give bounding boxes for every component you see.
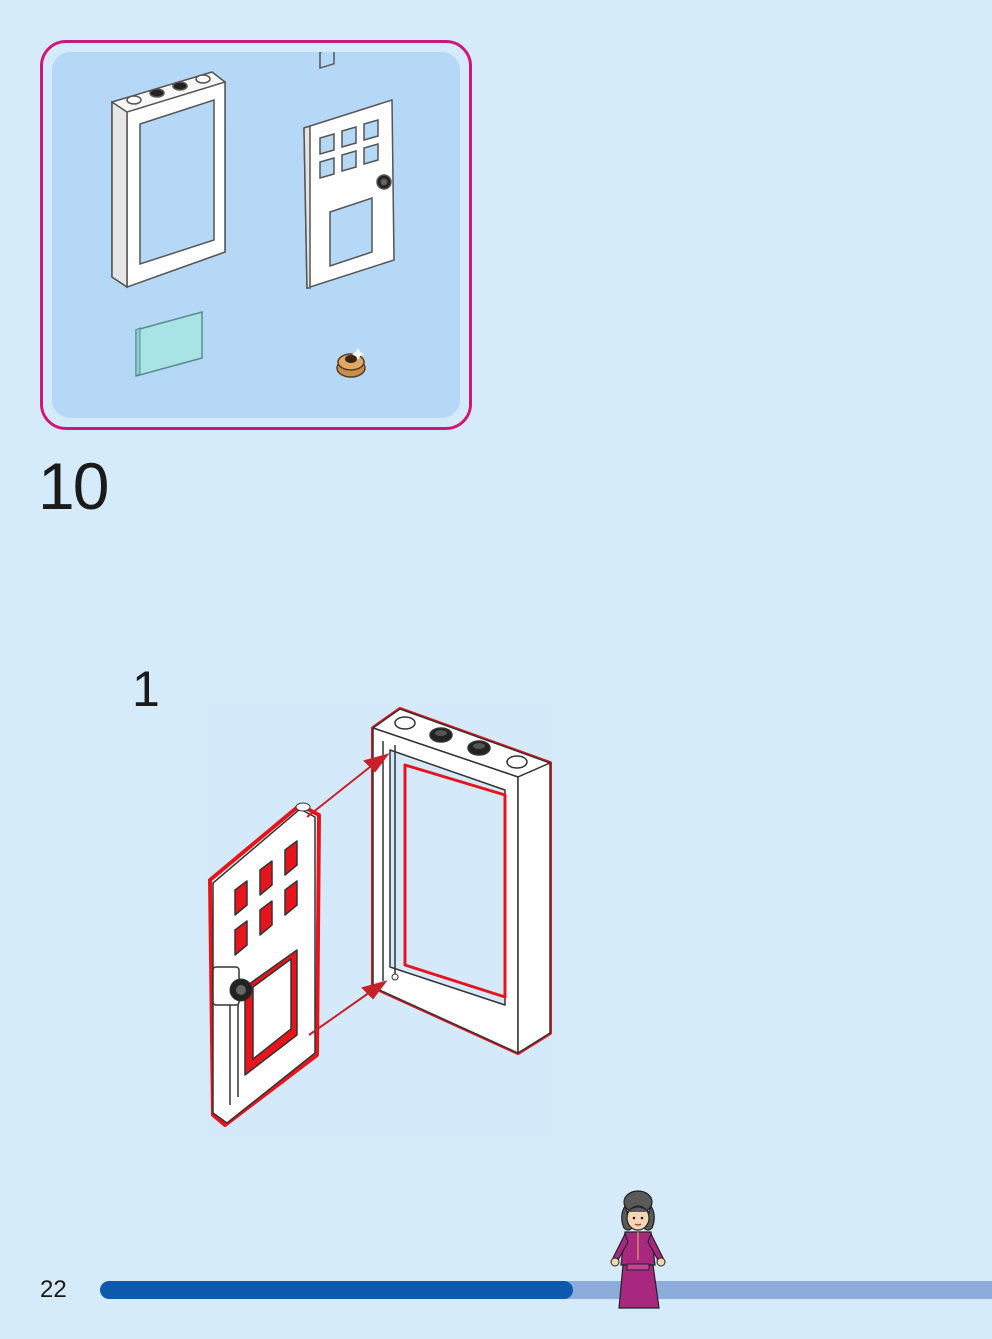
build-door xyxy=(208,802,321,1127)
progress-bar-fill xyxy=(100,1281,573,1299)
build-illustration xyxy=(205,705,555,1135)
part-glass-pane xyxy=(135,311,203,377)
build-arrows xyxy=(306,753,390,1036)
build-svg xyxy=(208,707,552,1127)
parts-illustration xyxy=(111,52,395,378)
part-door xyxy=(303,52,395,290)
part-round-tile xyxy=(336,348,366,378)
part-door-frame xyxy=(111,71,226,289)
parts-callout xyxy=(40,40,472,430)
parts-callout-inner xyxy=(52,52,460,418)
sub-step-number: 1 xyxy=(132,661,160,717)
build-door-frame xyxy=(371,707,552,1055)
step-number: 10 xyxy=(38,449,109,523)
page-number: 22 xyxy=(40,1276,67,1303)
progress-bar xyxy=(100,1281,992,1299)
minifigure-illustration xyxy=(610,1190,666,1309)
